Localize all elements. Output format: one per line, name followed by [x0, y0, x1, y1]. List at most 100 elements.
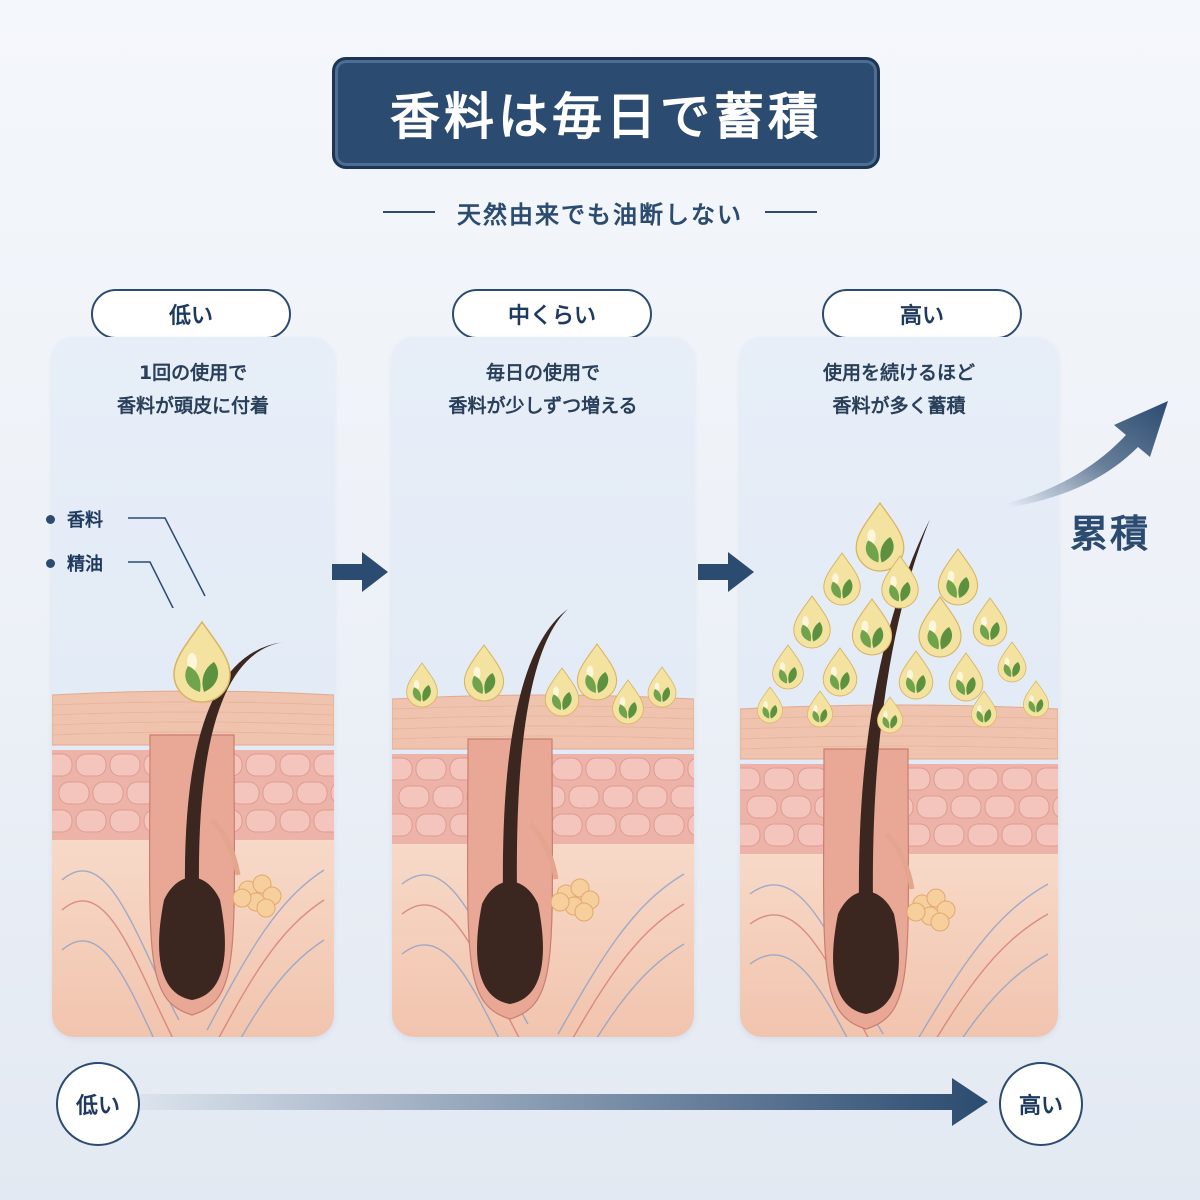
scale-low-badge: 低い — [56, 1062, 140, 1146]
skin-cell — [585, 757, 617, 781]
gland-duct — [528, 822, 559, 880]
oil-droplet — [793, 595, 831, 649]
legend-leader-lines — [128, 517, 206, 608]
level-pill-low: 低い — [91, 289, 291, 339]
skin-cell — [551, 757, 583, 781]
skin-cell — [687, 814, 694, 836]
panel-low-desc-line1: 1回の使用で — [138, 362, 248, 384]
skin-cell — [984, 795, 1016, 819]
panel-medium-desc-line2: 香料が少しずつ増える — [448, 395, 638, 417]
skin-cell — [398, 785, 430, 809]
skin-cell — [740, 767, 761, 791]
skin-layers — [392, 609, 694, 1037]
skin-cell — [602, 785, 634, 809]
skin-cell — [551, 813, 583, 837]
blood-vessel — [749, 953, 1049, 1037]
skin-cell — [585, 813, 617, 837]
panel-high: 使用を続けるほど 香料が多く蓄積 — [740, 337, 1058, 1037]
epidermis-texture — [740, 735, 1058, 740]
skin-cell — [1018, 795, 1050, 819]
skin-cross-section-high — [740, 501, 1058, 1037]
skin-cell — [75, 809, 107, 833]
epidermis-texture — [392, 735, 694, 740]
skin-cell — [109, 753, 141, 777]
subtitle-text: 天然由来でも油断しない — [457, 200, 743, 229]
hair-shaft — [502, 609, 568, 894]
skin-cell — [52, 753, 73, 777]
gland-duct — [210, 818, 241, 876]
subtitle-rule-right — [765, 211, 817, 213]
sebaceous-gland — [550, 892, 570, 912]
skin-cell — [432, 785, 464, 809]
skin-cell — [52, 809, 73, 833]
oil-droplet — [406, 662, 438, 708]
oil-droplet — [463, 644, 505, 702]
oil-droplet — [544, 667, 580, 717]
oil-droplet — [757, 686, 783, 724]
skin-cell — [967, 823, 999, 847]
skin-cell — [313, 753, 334, 777]
oil-droplet — [822, 647, 858, 697]
skin-cell — [1001, 767, 1033, 791]
oil-droplet — [647, 666, 677, 708]
panel-low: 1回の使用で 香料が頭皮に付着 — [52, 337, 334, 1037]
trend-up-arrow-icon — [1008, 401, 1168, 507]
skin-cell — [687, 758, 694, 780]
oil-droplet — [1023, 680, 1049, 718]
legend-dot — [46, 514, 55, 524]
sebaceous-gland — [574, 902, 594, 922]
sebaceous-gland — [906, 902, 926, 922]
sebaceous-gland — [930, 912, 950, 932]
skin-cell — [670, 785, 694, 809]
skin-cell — [916, 795, 948, 819]
skin-cell — [763, 823, 795, 847]
hair-bulb — [159, 877, 225, 1000]
oil-droplet — [937, 548, 979, 606]
sebaceous-gland — [256, 898, 276, 918]
skin-cell — [245, 809, 277, 833]
oil-droplet — [918, 596, 962, 658]
epidermis-texture — [52, 701, 334, 706]
oil-droplet — [881, 555, 919, 609]
skin-cell — [653, 757, 685, 781]
skin-cell — [313, 809, 334, 833]
skin-cell — [245, 753, 277, 777]
level-pill-high: 高い — [822, 289, 1022, 339]
blood-vessel — [401, 943, 685, 1037]
panel-medium: 毎日の使用で 香料が少しずつ増える — [392, 337, 694, 1037]
legend-essential-oil: 精油 — [46, 550, 103, 576]
epidermis-texture — [52, 711, 334, 716]
skin-cell — [109, 809, 141, 833]
skin-cell — [392, 757, 413, 781]
arrow-right-icon — [332, 552, 388, 592]
oil-droplet — [772, 644, 804, 690]
skin-cell — [92, 781, 124, 805]
subtitle-rule-left — [383, 211, 435, 213]
skin-cell — [1001, 823, 1033, 847]
oil-droplet — [855, 501, 905, 572]
legend-dot — [46, 558, 55, 568]
epidermis-texture — [392, 715, 694, 720]
subtitle-row: 天然由来でも油断しない — [0, 192, 1200, 232]
sebaceous-gland — [232, 888, 252, 908]
skin-cell — [279, 809, 311, 833]
panel-low-description: 1回の使用で 香料が頭皮に付着 — [52, 357, 334, 423]
epidermis-texture — [52, 731, 334, 736]
skin-layers — [52, 620, 334, 1037]
legend-fragrance-label: 香料 — [67, 510, 103, 531]
gland-duct — [884, 832, 915, 890]
skin-cell — [763, 767, 795, 791]
oil-droplet — [612, 679, 644, 725]
skin-cell — [780, 795, 812, 819]
hair-shaft — [858, 519, 930, 904]
epidermis-texture — [392, 725, 694, 730]
hair-bulb — [833, 891, 899, 1014]
panel-medium-description: 毎日の使用で 香料が少しずつ増える — [392, 357, 694, 423]
oil-droplet — [877, 696, 903, 734]
skin-cell — [75, 753, 107, 777]
skin-cell — [296, 781, 328, 805]
skin-cell — [58, 781, 90, 805]
skin-cell — [279, 753, 311, 777]
arrow-right-icon — [698, 552, 754, 592]
skin-cell — [619, 757, 651, 781]
